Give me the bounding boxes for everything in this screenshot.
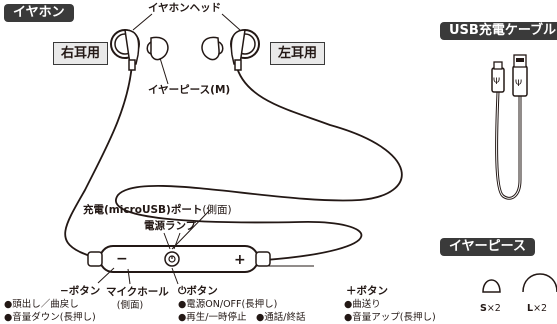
power-button-label: ⏻ボタン <box>178 285 218 297</box>
section-title-usb-cable: USB充電ケーブル <box>440 22 557 40</box>
plus-desc-1: ●曲送り <box>344 299 381 310</box>
left-earphone-head <box>230 29 260 71</box>
eartip-size-s: S×2 <box>480 303 501 314</box>
eartip-small-icon <box>482 279 501 293</box>
mic-hole-label: マイクホール <box>106 286 169 298</box>
remote-control: − + <box>87 245 271 273</box>
charge-port-label: 充電(microUSB)ポート(側面) <box>83 204 232 216</box>
power-lamp-label: 電源ランプ <box>144 220 197 232</box>
svg-text:+: + <box>234 252 246 268</box>
earphone-cable <box>115 63 403 261</box>
power-desc-2: ●再生/一時停止 ●通話/終話 <box>178 312 306 323</box>
minus-button-label: −ボタン <box>60 285 101 297</box>
usb-cable-illustration: Ψ Ψ <box>491 54 528 200</box>
right-eartip <box>146 36 169 61</box>
section-title-eartips: イヤーピース <box>440 238 535 256</box>
eartip-size-l: L×2 <box>527 303 548 314</box>
left-eartip <box>201 36 224 61</box>
power-desc-1: ●電源ON/OFF(長押し) <box>178 299 278 310</box>
earphone-cable <box>64 63 133 261</box>
plus-desc-2: ●音量アップ(長押し) <box>344 312 436 323</box>
right-ear-label: 右耳用 <box>53 42 109 65</box>
power-icon: ⏻ <box>178 285 187 297</box>
minus-desc-1: ●頭出し／曲戻し <box>4 299 79 310</box>
plus-button-label: ＋ボタン <box>346 285 388 297</box>
right-earphone-head <box>110 29 140 71</box>
svg-text:−: − <box>116 251 128 267</box>
section-title-earphones: イヤホン <box>4 4 74 22</box>
svg-text:Ψ: Ψ <box>515 79 522 89</box>
minus-desc-2: ●音量ダウン(長押し) <box>4 312 96 323</box>
left-ear-label: 左耳用 <box>270 42 326 65</box>
svg-text:Ψ: Ψ <box>493 77 500 87</box>
earphone-head-label: イヤホンヘッド <box>148 2 222 14</box>
mic-hole-side-label: (側面) <box>116 300 144 311</box>
eartip-large-icon <box>522 273 557 293</box>
eartip-m-label: イヤーピース(M) <box>148 84 231 96</box>
